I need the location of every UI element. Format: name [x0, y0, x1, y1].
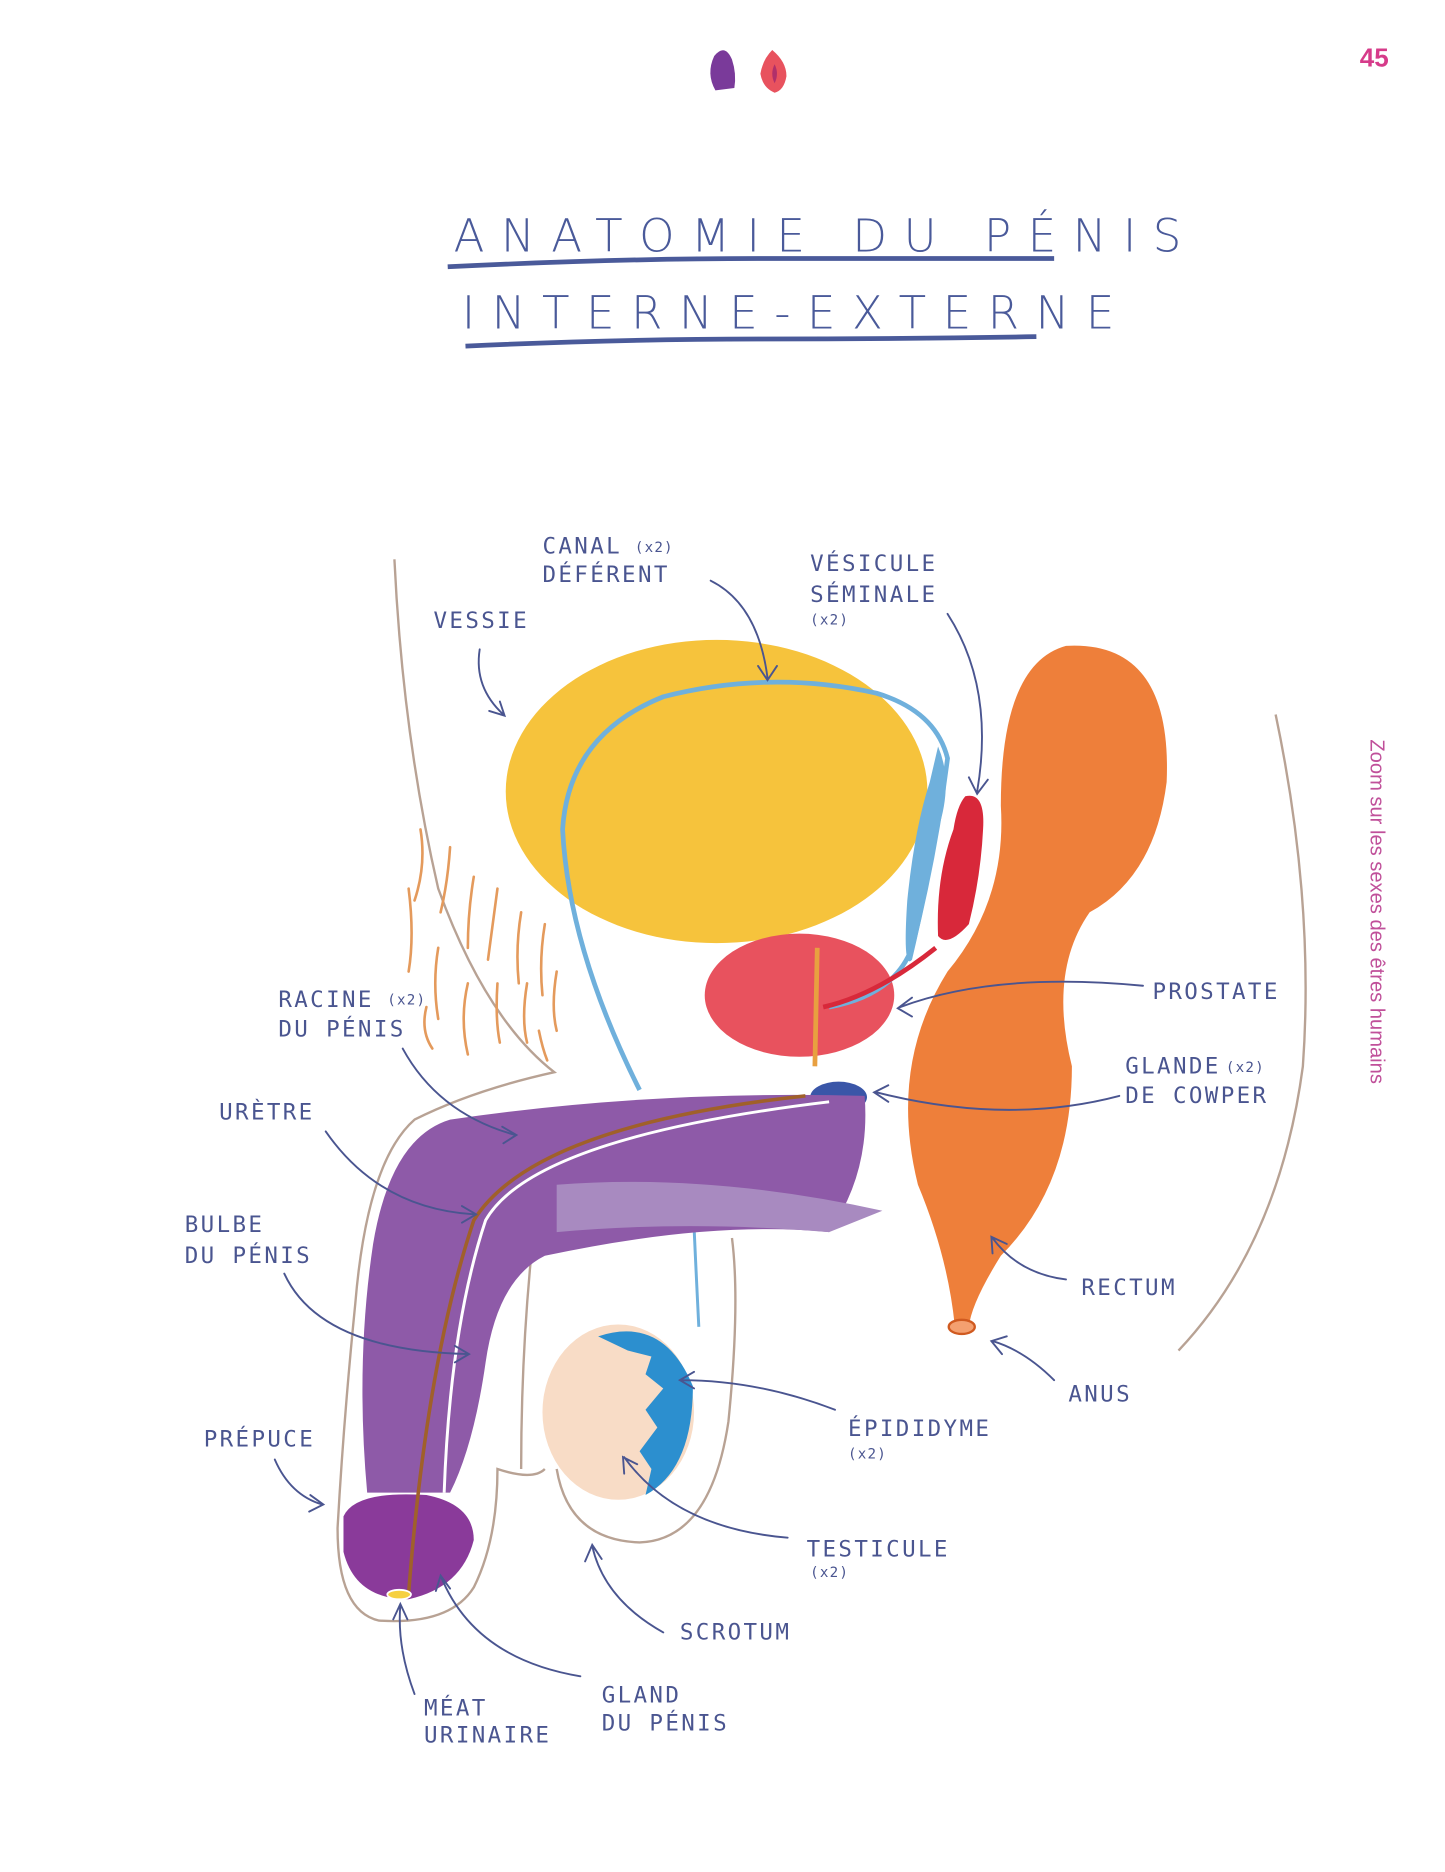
- anus: [947, 1318, 976, 1336]
- label-racine: RACINE: [278, 987, 374, 1013]
- side-title: Zoom sur les sexes des êtres humains: [1365, 739, 1387, 1084]
- label-seminale: SÉMINALE: [810, 580, 937, 608]
- label-anus: ANUS: [1068, 1381, 1132, 1407]
- label-urinaire: URINAIRE: [424, 1723, 551, 1749]
- label-vessie: VESSIE: [434, 608, 530, 634]
- label-testicule: TESTICULE: [807, 1537, 950, 1563]
- page-number: 45: [1360, 43, 1389, 73]
- label-canal-count: (x2): [635, 540, 674, 556]
- label-arrows: [273, 579, 1144, 1695]
- seminal-vesicle: [937, 795, 984, 940]
- label-scrotum: SCROTUM: [680, 1620, 791, 1646]
- pubic-hair: [407, 828, 558, 1062]
- label-du-penis: DU PÉNIS: [278, 1015, 405, 1043]
- labels: CANAL (x2) DÉFÉRENT VÉSICULE SÉMINALE (x…: [185, 533, 1279, 1749]
- epididymis: [598, 1331, 693, 1496]
- label-racine-count: (x2): [387, 993, 426, 1009]
- ejaculatory-duct: [905, 746, 946, 962]
- urethra: [406, 1094, 806, 1594]
- label-vesicule-count: (x2): [810, 612, 849, 628]
- label-deferent: DÉFÉRENT: [542, 560, 669, 588]
- label-rectum: RECTUM: [1081, 1275, 1177, 1301]
- body-outline: [336, 559, 1307, 1623]
- label-epididyme: ÉPIDIDYME: [848, 1414, 991, 1442]
- label-gland-penis: DU PÉNIS: [602, 1709, 729, 1737]
- glans: [343, 1494, 474, 1600]
- label-canal: CANAL: [542, 533, 622, 559]
- title-line-1: ANATOMIE DU PÉNIS: [454, 209, 1198, 262]
- label-glande: GLANDE: [1125, 1053, 1221, 1079]
- label-epididyme-count: (x2): [848, 1446, 887, 1462]
- label-cowper: DE COWPER: [1125, 1083, 1268, 1109]
- label-gland: GLAND: [602, 1682, 682, 1708]
- urinary-meatus: [386, 1588, 412, 1601]
- bladder: [505, 639, 928, 944]
- label-vesicule: VÉSICULE: [810, 549, 937, 577]
- label-bulbe: BULBE: [185, 1212, 265, 1238]
- label-testicule-count: (x2): [810, 1565, 849, 1581]
- title-line-2: INTERNE-EXTERNE: [462, 286, 1131, 339]
- label-uretre: URÈTRE: [219, 1098, 315, 1126]
- prostate: [704, 933, 895, 1057]
- label-glande-count: (x2): [1226, 1060, 1265, 1076]
- label-prepuce: PRÉPUCE: [204, 1424, 315, 1452]
- title-underline: [447, 256, 1055, 270]
- penis-root: [556, 1181, 883, 1233]
- title-underline: [465, 334, 1037, 349]
- label-prostate: PROSTATE: [1152, 979, 1279, 1005]
- rectum: [908, 645, 1167, 1327]
- label-meat: MÉAT: [424, 1693, 488, 1721]
- label-bulbe-penis: DU PÉNIS: [185, 1241, 312, 1269]
- header-logo-icon: [710, 50, 787, 93]
